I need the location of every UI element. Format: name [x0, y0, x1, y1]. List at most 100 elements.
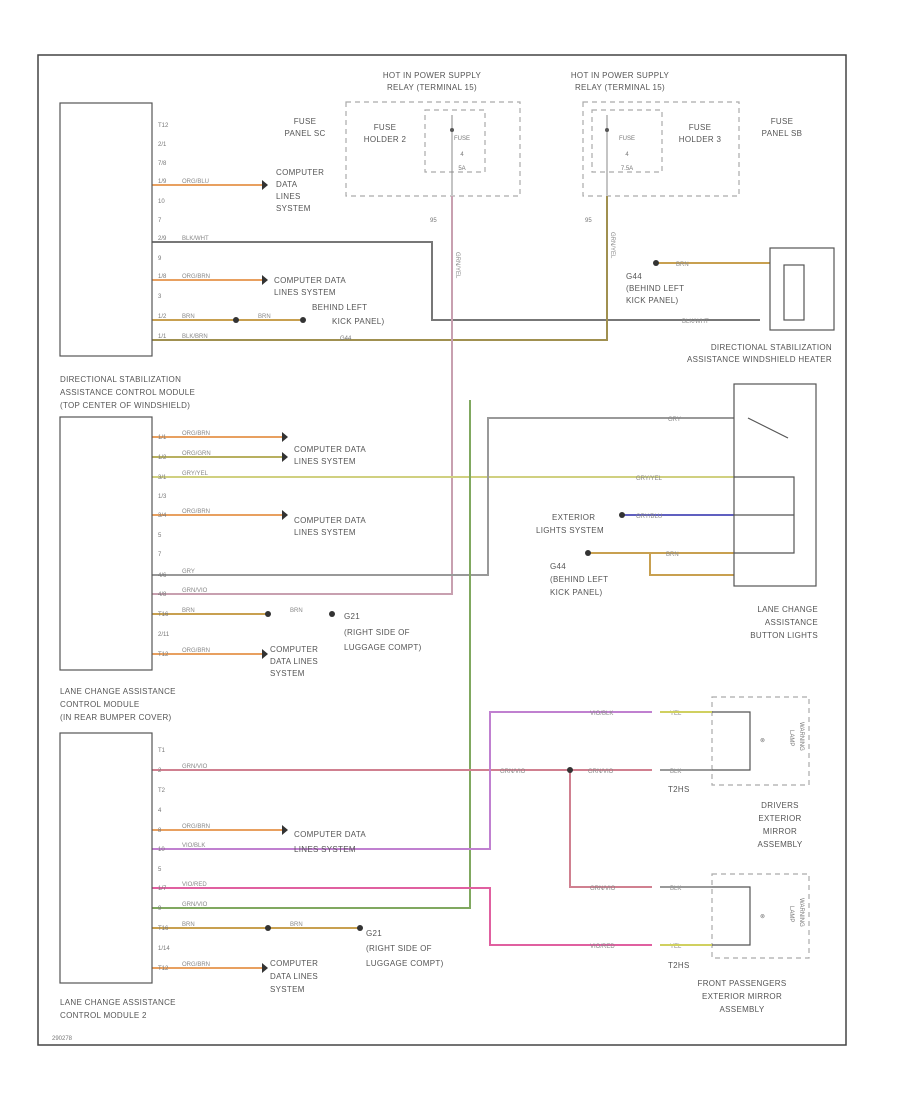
m1-pin-4: 1/9 — [158, 179, 167, 185]
m1-ref-1: COMPUTER — [276, 168, 324, 177]
mirror-2-lamp-symbol: ⊗ — [760, 914, 765, 920]
wire-m1-blkbrn — [152, 196, 608, 341]
m2-pin-8: 4/6 — [158, 573, 167, 579]
fuse-panel-sc-label-2: PANEL SC — [284, 129, 325, 138]
mirror-1-pin-blk: BLK — [670, 769, 681, 775]
m1-wire-3: ORG/BRN — [182, 274, 210, 280]
fuse-1-wire-color: GRN/YEL — [454, 252, 460, 279]
wire-fuse1-down — [152, 196, 453, 595]
btn-wire-brn: BRN — [666, 552, 679, 558]
mirror-1-lamp-circuit — [712, 711, 751, 771]
m2-splice-wire: BRN — [290, 608, 303, 614]
heater-ground-1: G44 — [626, 272, 642, 281]
mirror-1-caption-4: ASSEMBLY — [758, 840, 803, 849]
m3-ref-a-2: LINES SYSTEM — [294, 845, 356, 854]
m3-caption-2: CONTROL MODULE 2 — [60, 1011, 147, 1020]
m2-wire-2: ORG/GRN — [182, 451, 211, 457]
fuse-panel-sc-label-1: FUSE — [294, 117, 317, 126]
m2-ref-a-2: LINES SYSTEM — [294, 457, 356, 466]
btn-ground-dot — [585, 550, 591, 556]
m2-pin-5: 3/4 — [158, 513, 167, 519]
heater-ground-3: KICK PANEL) — [626, 296, 679, 305]
fuse-1-label-1: FUSE — [454, 136, 470, 142]
m3-arrow-2 — [262, 963, 268, 973]
m2-pin-7: 7 — [158, 552, 162, 558]
heater-wire-brn: BRN — [676, 262, 689, 268]
m1-ref-4: SYSTEM — [276, 204, 311, 213]
m3-wire-1: GRN/VIO — [182, 764, 208, 770]
m3-pin-8: 1/7 — [158, 886, 167, 892]
btn-ext-arrow — [619, 512, 625, 518]
mirror-2-caption-2: EXTERIOR MIRROR — [702, 992, 782, 1001]
m1-caption-3: (TOP CENTER OF WINDSHIELD) — [60, 401, 190, 410]
m1-wire-4: BRN — [182, 314, 195, 320]
mirror-2-pin-blk: BLK — [670, 886, 681, 892]
m3-ground-1: G21 — [366, 929, 382, 938]
m3-pin-4: 4 — [158, 808, 162, 814]
fuse-holder-3-label-1: FUSE — [689, 123, 712, 132]
m2-caption-2: CONTROL MODULE — [60, 700, 139, 709]
fuse-2-label-1: FUSE — [619, 136, 635, 142]
wire-mirror-branch — [569, 770, 652, 888]
module-2: 1/1 1/2 3/1 1/3 3/4 5 7 4/6 4/8 T16 2/11… — [59, 416, 422, 722]
mirror-1-outline — [711, 696, 810, 786]
m3-wire-5: GRN/VIO — [182, 902, 208, 908]
m2-ref-b-1: COMPUTER DATA — [294, 516, 366, 525]
m1-arrow-2 — [262, 275, 268, 285]
btn-ext-2: LIGHTS SYSTEM — [536, 526, 604, 535]
m1-ref-3: LINES — [276, 192, 301, 201]
m3-caption-1: LANE CHANGE ASSISTANCE — [60, 998, 176, 1007]
btn-ground-3: KICK PANEL) — [550, 588, 603, 597]
m2-pin-11: 2/11 — [158, 632, 170, 638]
fuse-2-wire-color: GRN/YEL — [609, 232, 615, 259]
m1-pin-11: 1/2 — [158, 314, 167, 320]
m3-pin-6: 10 — [158, 847, 165, 853]
mirror-2-pin-yel: YEL — [670, 944, 682, 950]
button-switch — [747, 417, 789, 439]
fuse-supply-2-title-2: RELAY (TERMINAL 15) — [575, 83, 665, 92]
btn-wire-gry: GRY — [668, 417, 681, 423]
module-3: T1 2 T2 4 8 10 5 1/7 9 T16 1/14 T12 GRN/… — [59, 732, 443, 1020]
m3-splice-wire: BRN — [290, 922, 303, 928]
m2-ground-1: G21 — [344, 612, 360, 621]
fuse-1-label-2: 4 — [460, 152, 464, 158]
m1-pin-1: T12 — [158, 123, 169, 129]
m1-wire-1: ORG/BLU — [182, 179, 209, 185]
m2-splice — [265, 611, 271, 617]
m2-ref-b-2: LINES SYSTEM — [294, 528, 356, 537]
m1-pin-8: 9 — [158, 256, 162, 262]
m3-wire-2: ORG/BRN — [182, 824, 210, 830]
module-1: T12 2/1 7/8 1/9 10 7 2/9 9 1/8 3 1/2 1/1… — [59, 102, 385, 410]
m2-wire-5: GRY — [182, 569, 195, 575]
m2-ground-3: LUGGAGE COMPT) — [344, 643, 422, 652]
fuse-holder-2-outline — [424, 109, 486, 173]
m3-pin-1: T1 — [158, 748, 166, 754]
m1-pin-6: 7 — [158, 218, 162, 224]
mirror-2-wire-2: VIO/RED — [590, 944, 615, 950]
m1-ref-2: DATA — [276, 180, 298, 189]
m2-wire-8: ORG/BRN — [182, 648, 210, 654]
heater-ground-2: (BEHIND LEFT — [626, 284, 684, 293]
m1-ground-2: KICK PANEL) — [332, 317, 385, 326]
module-1-box — [59, 102, 153, 357]
fuse-supply-2-title-1: HOT IN POWER SUPPLY — [571, 71, 670, 80]
btn-wire-grybl: GRY/BLU — [636, 514, 662, 520]
heater-wire-blk: BLK/WHT — [682, 319, 709, 325]
btn-caption-1: LANE CHANGE — [757, 605, 818, 614]
m2-wire-1: ORG/BRN — [182, 431, 210, 437]
fuse-2-label-2: 4 — [625, 152, 629, 158]
m3-pin-7: 5 — [158, 867, 162, 873]
mirror-1: ⊗ WARNING LAMP VIO/BLK GRN/VIO GRN/VIO Y… — [500, 696, 810, 849]
m3-pin-2: 2 — [158, 768, 162, 774]
fuse-supply-1-title-2: RELAY (TERMINAL 15) — [387, 83, 477, 92]
m2-ground-2: (RIGHT SIDE OF — [344, 628, 410, 637]
wires — [152, 184, 770, 969]
mirror-1-wire-1: VIO/BLK — [590, 711, 613, 717]
mirror-1-caption-2: EXTERIOR — [758, 814, 801, 823]
mirror-2-side-1: WARNING — [798, 898, 804, 927]
m2-wire-4: ORG/BRN — [182, 509, 210, 515]
mirror-1-side-1: WARNING — [798, 722, 804, 751]
wire-btn-brn2 — [649, 553, 734, 576]
m2-ground-dot — [329, 611, 335, 617]
